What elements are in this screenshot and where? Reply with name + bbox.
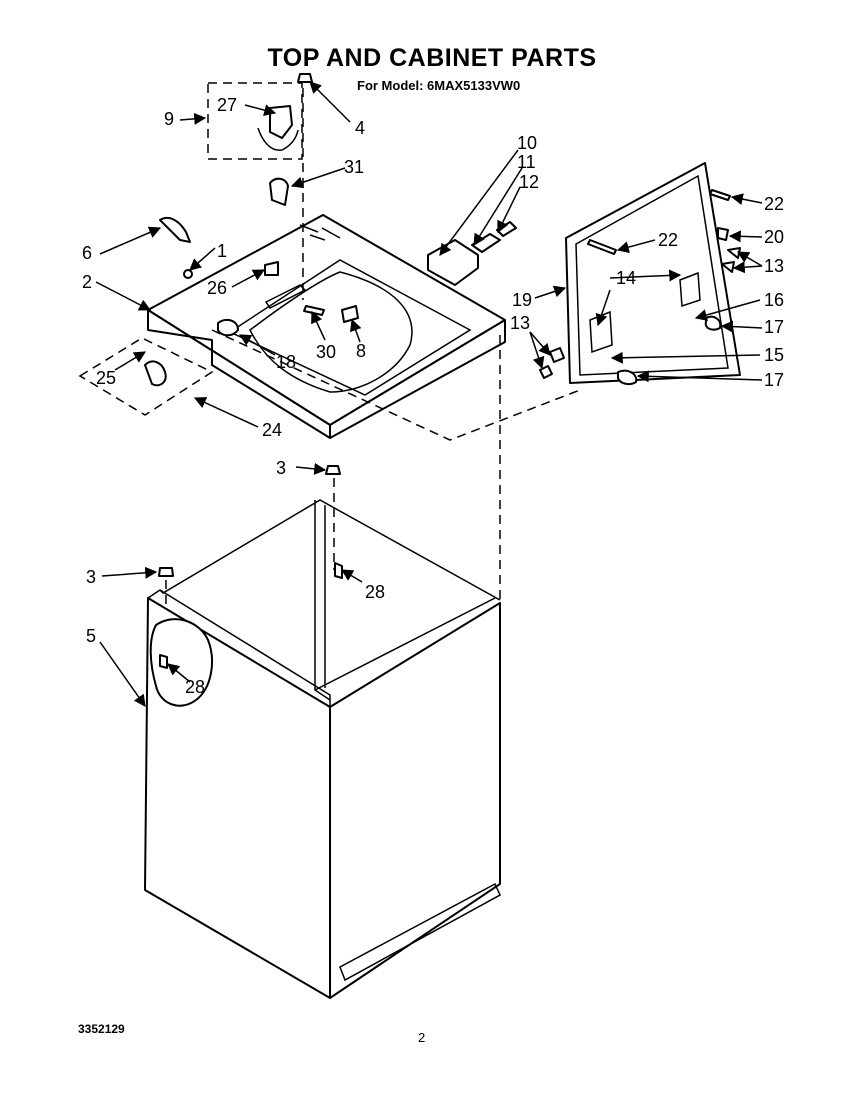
callout-8: 8 — [356, 341, 366, 361]
callout-12: 12 — [519, 172, 539, 192]
callout-20: 20 — [764, 227, 784, 247]
callout-11: 11 — [517, 152, 536, 172]
callout-27: 27 — [217, 95, 237, 115]
callout-15: 15 — [764, 345, 784, 365]
callout-10: 10 — [517, 133, 537, 153]
callout-2: 2 — [82, 272, 92, 292]
callout-17-lower: 17 — [764, 370, 784, 390]
callout-22-inner: 22 — [658, 230, 678, 250]
callout-labels: 1 2 3 3 4 5 6 8 9 10 11 12 13 13 14 15 1… — [82, 95, 784, 697]
callout-28-inner: 28 — [365, 582, 385, 602]
callout-6: 6 — [82, 243, 92, 263]
callout-24: 24 — [262, 420, 282, 440]
leader-lines — [95, 81, 763, 707]
model-subtitle: For Model: 6MAX5133VW0 — [357, 78, 521, 93]
callout-9: 9 — [164, 109, 174, 129]
cutout-detail — [149, 618, 213, 707]
callout-14: 14 — [616, 268, 636, 288]
callout-30: 30 — [316, 342, 336, 362]
top-panel-drawing — [147, 214, 506, 439]
callout-3-top: 3 — [276, 458, 286, 478]
callout-22-right: 22 — [764, 194, 784, 214]
callout-1: 1 — [217, 241, 227, 261]
callout-26: 26 — [207, 278, 227, 298]
lid-lock-dashed-box — [78, 337, 214, 416]
callout-25: 25 — [96, 368, 116, 388]
page-title: TOP AND CABINET PARTS — [267, 44, 597, 72]
lid-switch-dashed-box — [207, 82, 303, 160]
callout-4: 4 — [355, 118, 365, 138]
page-number: 2 — [418, 1030, 426, 1045]
callout-3-left: 3 — [86, 567, 96, 587]
lid-switch-body — [269, 105, 293, 139]
callout-31: 31 — [344, 157, 364, 177]
callout-5: 5 — [86, 626, 96, 646]
callout-19: 19 — [512, 290, 532, 310]
callout-18: 18 — [276, 352, 296, 372]
callout-13-right: 13 — [764, 256, 784, 276]
callout-13-left: 13 — [510, 313, 530, 333]
document-number: 3352129 — [78, 1022, 125, 1036]
callout-28-cutout: 28 — [185, 677, 205, 697]
cabinet-drawing — [144, 499, 501, 999]
callout-16: 16 — [764, 290, 784, 310]
callout-17-upper: 17 — [764, 317, 784, 337]
